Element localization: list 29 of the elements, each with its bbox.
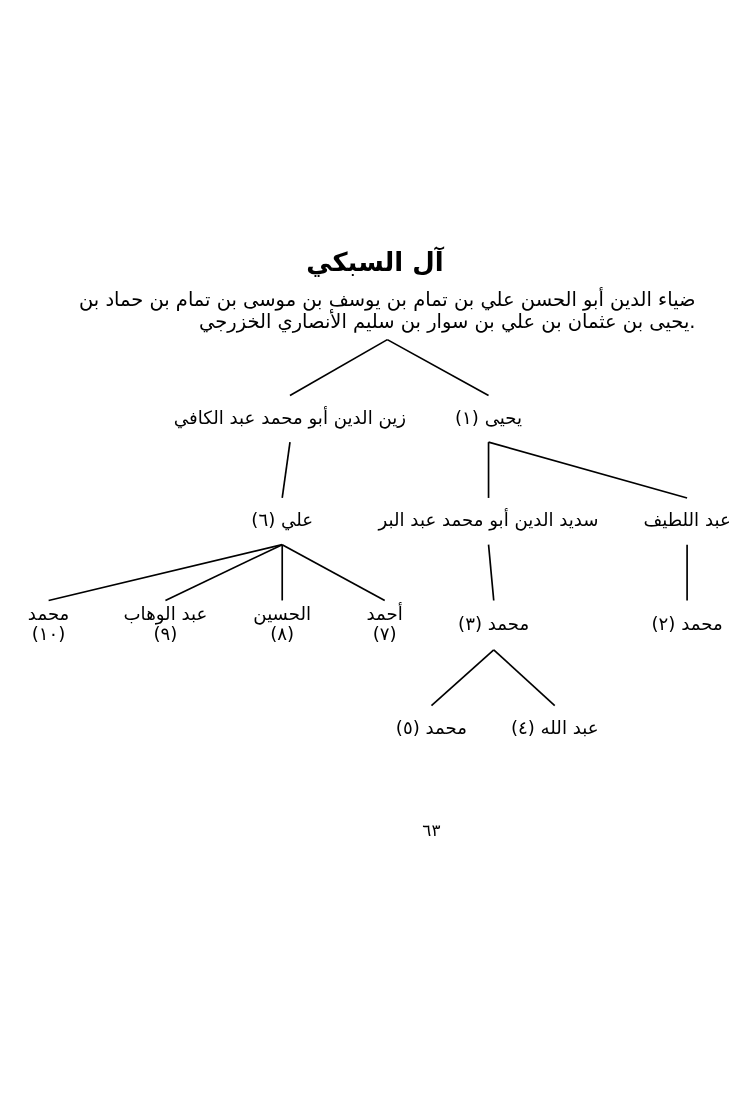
- node-text: (٣) محمد: [458, 612, 530, 634]
- connector: [281, 440, 291, 499]
- node-text: (٤) عبد الله: [510, 716, 599, 738]
- connector: [686, 543, 688, 601]
- connector: [47, 543, 284, 601]
- connector: [281, 543, 284, 601]
- node-text: عبد اللطيف: [643, 508, 731, 530]
- connector: [487, 543, 495, 601]
- node-text: أحمد (٧): [366, 602, 403, 644]
- node-text: (٥) محمد: [395, 716, 468, 738]
- connector: [430, 648, 495, 706]
- connector: [164, 543, 284, 601]
- node-text: (٢) محمد: [651, 612, 723, 634]
- node-text: عبد الوهاب (٩): [123, 602, 208, 644]
- diagram-title: آل السبكي: [306, 246, 444, 277]
- connector: [492, 648, 556, 706]
- connector: [289, 338, 389, 396]
- connector: [487, 440, 688, 499]
- label: ٦٣: [422, 819, 441, 840]
- node-text: زين الدين أبو محمد عبد الكافي: [173, 406, 407, 428]
- node-text: الحسين (٨): [253, 602, 312, 644]
- connector: [386, 338, 490, 396]
- node-text: محمد (١٠): [27, 602, 70, 644]
- node-text: ضياء الدين أبو الحسن علي بن تمام بن يوسف بن موسى بن تمام بن حماد بن يحيى بن عثمان بن علي بن سوار بن سليم الأنصاري الخزرجي.: [79, 287, 696, 333]
- node-text: علي (٦): [251, 508, 314, 530]
- connector: [281, 543, 386, 601]
- connector: [487, 440, 490, 499]
- node-text: (١) يحيى: [454, 406, 523, 428]
- node-text: سديد الدين أبو محمد عبد البر: [378, 508, 599, 530]
